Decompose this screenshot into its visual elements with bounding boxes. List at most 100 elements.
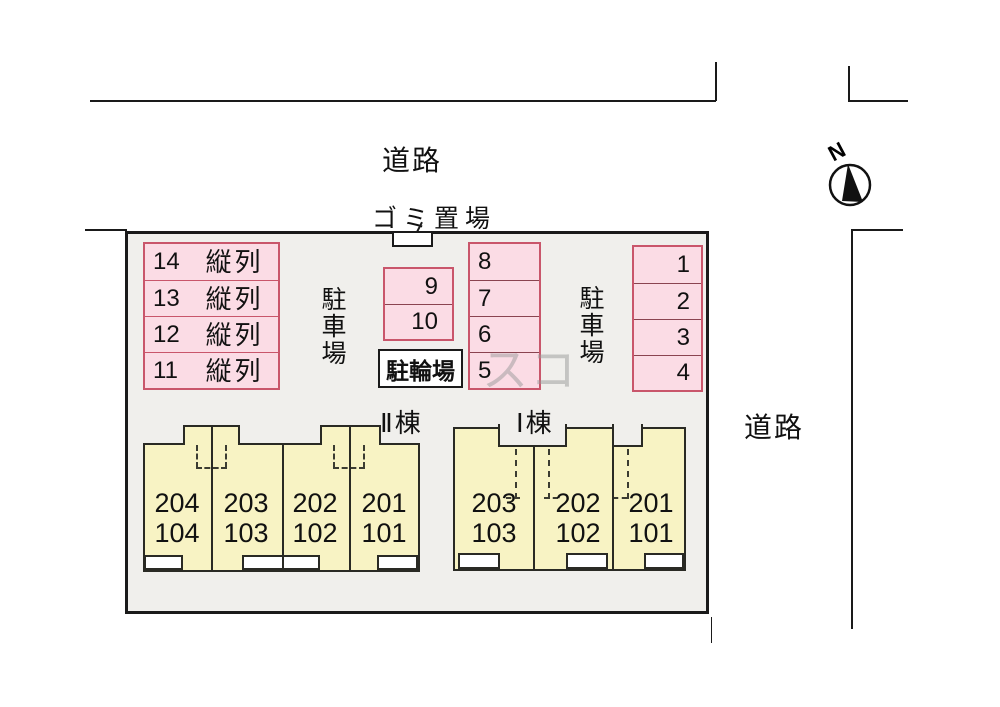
stall-number: 11: [153, 356, 178, 384]
stall-row: 11 縦列: [145, 352, 278, 388]
road-label-right: 道路: [744, 412, 805, 443]
unit-number-lower: 103: [471, 518, 517, 548]
building-2-entrance: [144, 555, 183, 570]
stair-dashed-line: [225, 445, 227, 468]
top-road-line: [90, 100, 716, 102]
stall-number: 14: [153, 248, 180, 275]
building-2-label: Ⅱ棟: [380, 408, 423, 438]
bicycle-parking-label: 駐輪場: [386, 357, 455, 384]
stall-type-label: 縦列: [205, 283, 264, 314]
compass: N: [824, 138, 872, 207]
building-2-unit-label: 204 104: [143, 488, 211, 548]
stall-row: 1: [634, 247, 701, 283]
center-stall-group: 9 10: [383, 267, 454, 341]
building-1-unit-label: 203 103: [460, 488, 528, 548]
trash-area-label: ゴミ置場: [372, 205, 497, 233]
left-boundary-tick: [85, 229, 127, 231]
building-2-entrance: [242, 555, 320, 570]
site-area: 14 縦列 13 縦列 12 縦列 11 縦列 駐車場 9 10: [125, 231, 709, 614]
stair-dashed-line: [544, 497, 558, 499]
unit-number-lower: 104: [154, 518, 200, 548]
unit-number-upper: 202: [555, 488, 601, 518]
building-1-entrance: [644, 553, 684, 569]
right-road-top-line: [851, 229, 903, 231]
building-1-unit-divider: [612, 447, 614, 571]
building-2-entrance: [377, 555, 418, 570]
stall-row: 3: [634, 319, 701, 355]
stair-dashed-line: [613, 497, 627, 499]
road-label-top: 道路: [382, 145, 443, 176]
stall-row: 4: [634, 355, 701, 390]
stall-number: 12: [153, 320, 180, 348]
unit-number-upper: 201: [628, 488, 674, 518]
stall-number: 7: [478, 284, 492, 312]
stair-dashed-line: [627, 449, 629, 499]
stall-number: 9: [424, 272, 438, 300]
stair-dashed-line: [363, 445, 365, 468]
stall-type-label: 縦列: [205, 247, 264, 277]
compass-needle-icon: [842, 164, 863, 202]
boundary-line-below-site: [711, 617, 712, 643]
watermark: スコ: [482, 344, 578, 396]
building-1-unit-divider: [533, 447, 535, 571]
stall-number: 10: [411, 308, 438, 335]
unit-number-upper: 204: [154, 488, 200, 518]
right-road-line: [851, 229, 853, 629]
stall-number: 8: [478, 248, 492, 275]
tandem-stall-group: 14 縦列 13 縦列 12 縦列 11 縦列: [143, 242, 280, 390]
trash-box: [392, 231, 433, 247]
stall-row: 12 縦列: [145, 316, 278, 352]
parking-lot-label-west: 駐車場: [318, 286, 346, 367]
stair-dashed-line: [515, 449, 517, 499]
compass-circle: [828, 163, 872, 207]
stall-number: 1: [676, 251, 690, 278]
stall-row: 8: [470, 244, 539, 280]
building-2-unit-divider: [349, 427, 351, 570]
stall-row: 5: [470, 352, 539, 388]
unit-number-lower: 101: [361, 518, 407, 548]
stall-type-label: 縦列: [205, 319, 264, 350]
unit-number-lower: 101: [628, 518, 674, 548]
compass-north-label: N: [824, 138, 850, 166]
stall-row: 6: [470, 316, 539, 352]
stall-number: 5: [478, 356, 492, 384]
building-1-body: [453, 427, 686, 571]
building-1-entrance: [566, 553, 608, 569]
stair-dashed-line: [333, 445, 335, 468]
unit-number-upper: 203: [223, 488, 269, 518]
mid-stall-group: 8 7 6 5: [468, 242, 541, 390]
building-1-unit-label: 202 102: [544, 488, 612, 548]
stall-row: 10: [385, 304, 452, 339]
unit-number-upper: 203: [471, 488, 517, 518]
unit-number-lower: 102: [555, 518, 601, 548]
stall-number: 3: [676, 323, 690, 351]
building-1-entrance: [458, 553, 500, 569]
parking-lot-label-east: 駐車場: [576, 285, 604, 366]
stall-row: 2: [634, 283, 701, 319]
top-right-road-tick: [848, 66, 850, 101]
building-2-body: [143, 443, 420, 572]
stall-row: 14 縦列: [145, 244, 278, 280]
unit-number-lower: 102: [292, 518, 338, 548]
stall-number: 13: [153, 284, 180, 312]
top-road-end-tick: [715, 62, 717, 101]
building-1-label: Ⅰ棟: [516, 408, 554, 438]
stall-type-label: 縦列: [205, 355, 264, 386]
east-stall-group: 1 2 3 4: [632, 245, 703, 392]
stall-row: 7: [470, 280, 539, 316]
stair-dashed-line: [548, 449, 550, 499]
stair-dashed-line: [506, 497, 520, 499]
top-right-road-line: [848, 100, 908, 102]
bicycle-parking-box: 駐輪場: [378, 349, 463, 388]
unit-number-upper: 202: [292, 488, 338, 518]
unit-number-lower: 103: [223, 518, 269, 548]
stall-number: 6: [478, 320, 492, 348]
building-2-unit-divider: [211, 427, 213, 570]
stall-number: 2: [676, 287, 690, 315]
stall-row: 13 縦列: [145, 280, 278, 316]
unit-number-upper: 201: [361, 488, 407, 518]
building-2-unit-divider: [282, 445, 284, 570]
building-2-unit-label: 203 103: [212, 488, 280, 548]
stall-number: 4: [676, 359, 690, 386]
